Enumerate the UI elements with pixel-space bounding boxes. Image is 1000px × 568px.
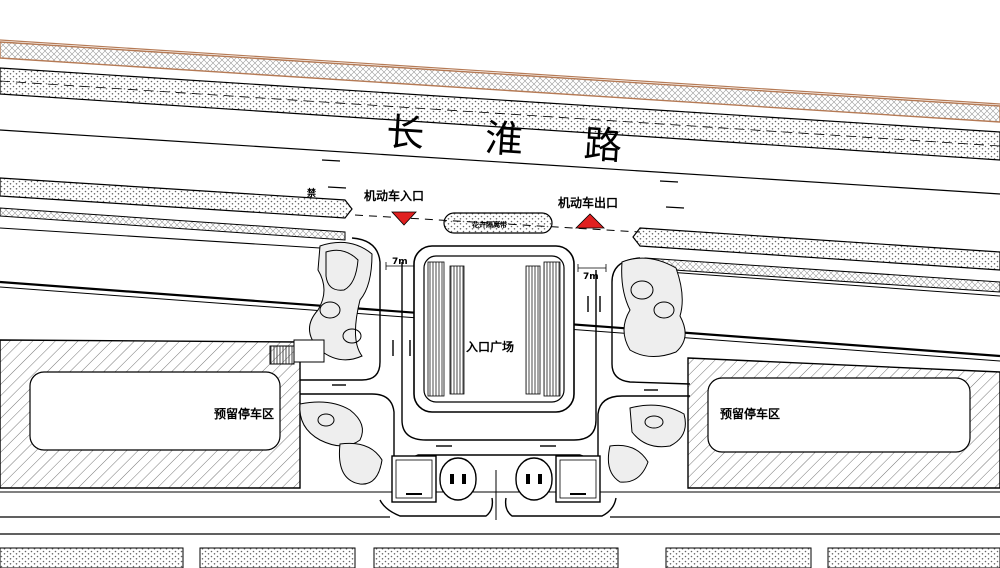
exit-arrow-icon [575,213,605,229]
parking-zone-left [0,339,301,489]
parking-label-right: 预留停车区 [720,406,780,421]
green-belt-lower-right [632,227,1000,271]
entrance-label: 机动车入口 [364,188,424,203]
width-label-right: 7m [583,272,599,282]
median-planting [443,212,553,234]
entrance-plaza [413,245,575,413]
parking-zone-right [687,357,1000,489]
green-belt-upper [0,67,1000,161]
planting-icon [299,241,686,485]
bottom-strips [0,491,1000,568]
gate-structure [269,345,295,365]
width-label-left: 7m [392,257,408,267]
parking-label-left: 预留停车区 [214,406,274,421]
plaza-label: 入口广场 [466,339,514,354]
dimension-marker-right [577,264,607,272]
median-label: 花卉隔离带 [472,220,507,229]
dimension-marker-left [385,262,415,270]
exit-label: 机动车出口 [558,195,618,210]
guard-booth-right [515,455,601,503]
entrance-arrow-icon [391,211,417,226]
traffic-arrow-icon [332,296,658,447]
green-belt-lower-left [0,177,353,219]
guard-booth-left [391,455,477,503]
traffic-arrow-icon [321,159,685,209]
road-edge-band [0,41,1000,123]
small-sign-label: 禁 [307,187,316,199]
road-band [0,39,1000,297]
